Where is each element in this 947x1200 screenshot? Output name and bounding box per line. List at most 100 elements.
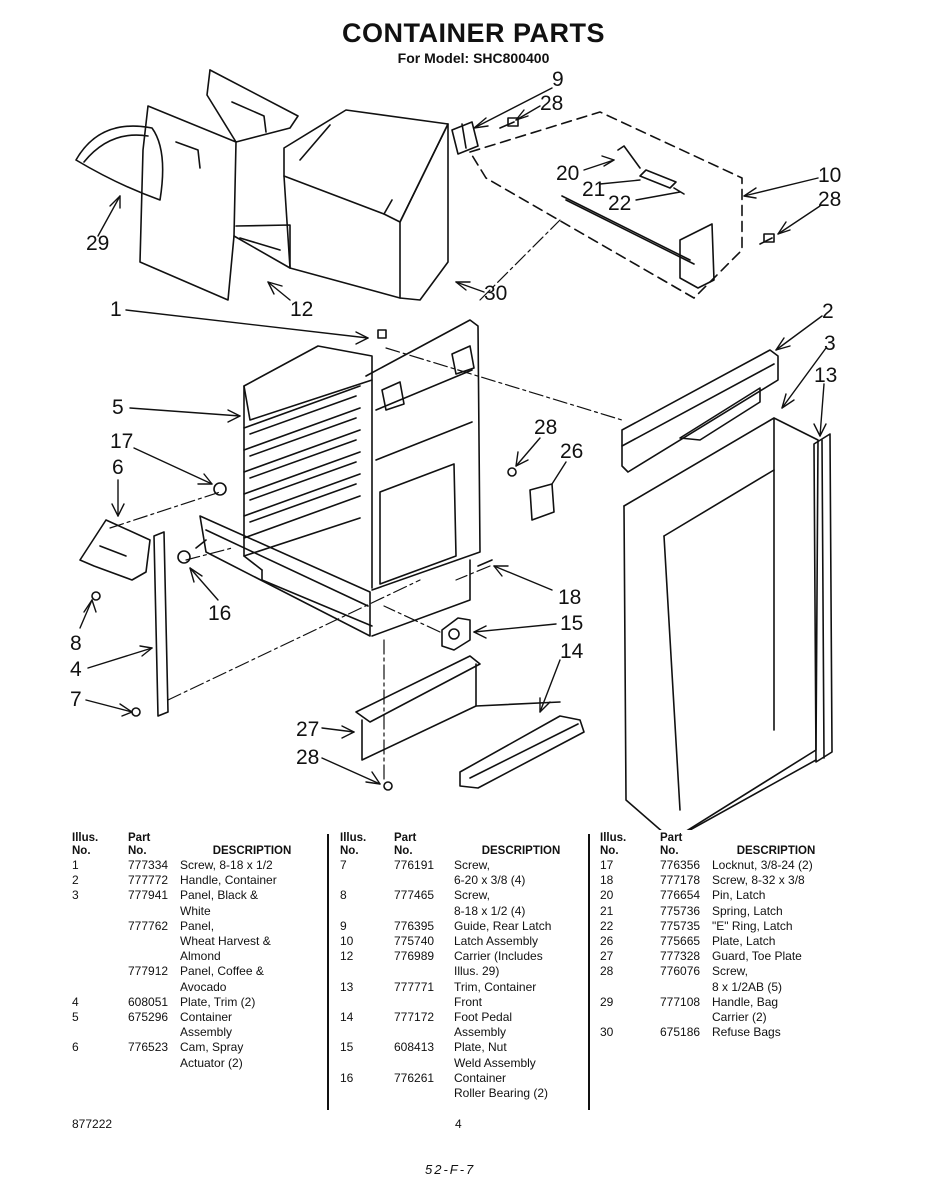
callout-4: 4: [70, 658, 82, 681]
illus-number: 7: [340, 858, 347, 872]
table-row: 1 777334 Screw, 8-18 x 1/2: [72, 858, 324, 873]
part-description: Screw, 8-32 x 3/8: [712, 873, 805, 888]
part-number: 777762: [128, 918, 169, 933]
part-number: 776191: [394, 858, 435, 872]
col-header-desc: DESCRIPTION: [736, 845, 816, 857]
part-number: 675296: [128, 1010, 169, 1025]
table-row: Almond: [72, 949, 324, 964]
callout-28: 28: [818, 188, 841, 211]
illus-number: 28: [600, 964, 614, 979]
callout-5: 5: [112, 396, 124, 419]
col-header-illus: Illus.No.: [600, 832, 627, 857]
part-description: Panel,Wheat Harvest &: [180, 918, 271, 949]
illus-number: 1: [72, 858, 79, 872]
part-number: 608413: [394, 1040, 435, 1055]
illus-number: [72, 919, 128, 949]
illus-number: 22: [600, 918, 614, 933]
callout-1: 1: [110, 298, 122, 321]
part-number: 777334: [128, 858, 169, 872]
illus-number: 30: [600, 1025, 614, 1040]
illus-number: 6: [72, 1040, 79, 1055]
part-number: [128, 949, 180, 964]
illus-number: 21: [600, 903, 614, 918]
callout-30: 30: [484, 282, 507, 305]
part-number: 776395: [394, 918, 435, 933]
illus-number: 2: [72, 873, 79, 888]
callout-7: 7: [70, 688, 82, 711]
part-description: Screw,8 x 1/2AB (5): [712, 964, 783, 994]
callout-10: 10: [818, 164, 841, 187]
part-number: 777328: [660, 949, 701, 964]
callout-8: 8: [70, 632, 82, 655]
part-number: 776356: [660, 858, 701, 872]
part-description: Panel, Black &White: [180, 888, 259, 918]
exploded-parts-diagram: 9 28 20 21 22 10 28 29 12 30 1 2 3 13 5 …: [70, 68, 841, 830]
handwritten-note: 52-F-7: [425, 1162, 476, 1177]
illus-number: [72, 949, 128, 964]
part-number: 775740: [394, 934, 435, 949]
callout-3: 3: [824, 332, 836, 355]
table-divider-2: [588, 834, 590, 1110]
part-description: Pin, Latch: [712, 888, 766, 903]
illus-number: 8: [340, 888, 347, 903]
callout-21: 21: [582, 178, 605, 201]
bag-carrier-handle-part: [75, 125, 164, 201]
table-row: 28 776076 Screw,8 x 1/2AB (5): [600, 964, 840, 994]
illus-number: [72, 964, 128, 994]
callout-20: 20: [556, 162, 579, 185]
part-number: 777941: [128, 888, 169, 903]
latch-assembly-part: [451, 111, 775, 299]
part-description: Plate, Trim (2): [180, 994, 256, 1009]
part-number: 777771: [394, 979, 435, 994]
page-number: 4: [455, 1117, 462, 1131]
bag-carrier-panels-part: [139, 69, 299, 301]
part-description: Locknut, 3/8-24 (2): [712, 858, 813, 872]
part-description: "E" Ring, Latch: [712, 918, 793, 933]
part-description: Screw, 8-18 x 1/2: [180, 858, 273, 872]
part-description: Almond: [180, 949, 221, 964]
part-description: Plate, Latch: [712, 934, 776, 949]
model-subtitle: For Model: SHC800400: [397, 50, 550, 66]
refuse-bag-part: [283, 109, 449, 301]
front-panel-part: [623, 417, 819, 830]
callout-28: 28: [296, 746, 319, 769]
assembly-guide-lines: [109, 219, 623, 781]
illus-number: 17: [600, 858, 614, 872]
page-title: CONTAINER PARTS: [342, 18, 605, 48]
part-number: 777108: [660, 994, 701, 1009]
part-number: 775665: [660, 934, 701, 949]
part-number: 776076: [660, 964, 701, 979]
illus-number: 18: [600, 873, 614, 888]
illus-number: 12: [340, 949, 354, 964]
part-number: 776654: [660, 888, 701, 903]
callout-29: 29: [86, 232, 109, 255]
part-number: 608051: [128, 994, 169, 1009]
part-number: 777172: [394, 1010, 435, 1025]
part-description: Refuse Bags: [712, 1025, 781, 1040]
